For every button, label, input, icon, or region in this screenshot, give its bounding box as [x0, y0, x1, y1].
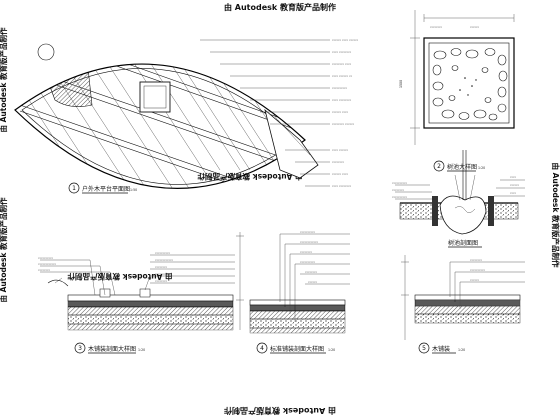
svg-text:▭▭: ▭▭: [510, 191, 516, 195]
callout-number: 4: [260, 345, 264, 352]
tree-pool-frame: [423, 37, 515, 129]
drawing-scale: 1:20: [138, 348, 145, 352]
callout-number: 1: [72, 185, 76, 192]
tree-circle: [37, 43, 55, 61]
tree-pool-plan: 1500 ▭▭▭▭ ▭▭▭ 2 树池大样图 1:20: [399, 10, 515, 172]
svg-text:▭▭▭▭▭: ▭▭▭▭▭: [155, 251, 170, 255]
svg-text:▭▭▭ ▭▭ ▭▭▭: ▭▭▭ ▭▭ ▭▭▭: [332, 38, 358, 42]
paving-section: ▭▭▭▭▭▭▭▭▭▭▭ ▭▭▭▭▭▭▭▭▭ ▭▭▭▭▭▭▭ 4 标准铺装剖面大样…: [236, 230, 350, 354]
deck-leader-lines: ▭▭▭ ▭▭ ▭▭▭▭▭ ▭▭▭▭ ▭▭▭▭ ▭▭▭▭ ▭▭▭ ▭ ▭▭▭▭▭▭…: [200, 38, 358, 188]
root-ball: [439, 195, 487, 235]
paver-layer: [249, 299, 346, 306]
paving-caption: 4 标准铺装剖面大样图 1:20: [256, 342, 335, 354]
svg-text:▭▭▭▭: ▭▭▭▭: [305, 270, 317, 274]
watermark-left-lower: 由 Autodesk 教育版产品制作: [0, 197, 8, 303]
deck-edge-caption: 3 木铺装剖面大样图 1:20: [74, 342, 145, 354]
svg-text:▭▭▭ ▭▭: ▭▭▭ ▭▭: [332, 110, 348, 114]
deck-boards: [15, 64, 305, 189]
tree-pool-section: ▭▭▭▭▭▭▭▭▭ ▭▭▭▭▭▭▭ ▭▭▭▭▭ 树池剖面图: [392, 150, 525, 248]
joist-layer: [67, 300, 234, 308]
svg-text:▭▭▭▭▭: ▭▭▭▭▭: [332, 86, 347, 90]
watermark-mid-left: 由 Autodesk 教育版产品制作: [67, 272, 173, 282]
svg-text:▭▭ ▭▭▭▭: ▭▭ ▭▭▭▭: [332, 98, 351, 102]
svg-text:▭▭▭: ▭▭▭: [510, 183, 519, 187]
deck-board-layer: [67, 294, 234, 302]
watermark-mid-center: 由 Autodesk 教育版产品制作: [197, 172, 303, 182]
subgrade: [249, 327, 346, 334]
watermark-bottom: 由 Autodesk 教育版产品制作: [224, 406, 336, 416]
drawing-title: 木铺装剖面大样图: [88, 345, 136, 353]
svg-text:▭▭▭▭▭: ▭▭▭▭▭: [392, 195, 407, 199]
tree-pool-caption: 2 树池大样图 1:20: [433, 160, 485, 172]
svg-text:▭▭▭▭ ▭▭: ▭▭▭▭ ▭▭: [332, 62, 351, 66]
deck-tip-step: [264, 108, 319, 179]
svg-text:▭▭▭: ▭▭▭: [308, 280, 317, 284]
svg-text:▭▭▭▭▭▭: ▭▭▭▭▭▭: [38, 262, 56, 266]
svg-text:▭▭▭▭▭: ▭▭▭▭▭: [155, 272, 170, 276]
tree-pool-curb-left: [432, 196, 438, 226]
svg-text:▭▭▭▭▭: ▭▭▭▭▭: [38, 256, 53, 260]
drawing-title: 标准铺装剖面大样图: [270, 345, 324, 353]
deck-opening: [139, 81, 171, 113]
section-title: 树池剖面图: [448, 239, 478, 247]
stone-caption: 5 木铺装 1:20: [418, 342, 465, 354]
svg-text:▭▭▭▭: ▭▭▭▭: [332, 160, 344, 164]
svg-text:▭▭▭▭: ▭▭▭▭: [155, 279, 167, 283]
drawing-scale: 1:20: [478, 166, 485, 170]
drawing-scale: 1:20: [458, 348, 465, 352]
watermark-left-upper: 由 Autodesk 教育版产品制作: [0, 27, 8, 133]
concrete-layer: [67, 306, 234, 316]
svg-text:▭▭▭▭: ▭▭▭▭: [155, 265, 167, 269]
gravel-layer: [67, 314, 234, 325]
svg-text:▭▭▭▭▭▭: ▭▭▭▭▭▭: [155, 258, 173, 262]
svg-text:▭▭▭▭▭: ▭▭▭▭▭: [300, 260, 315, 264]
svg-text:▭▭ ▭▭▭▭: ▭▭ ▭▭▭▭: [332, 184, 351, 188]
callout-circle: [68, 182, 80, 194]
tree-pool-curb-right: [488, 196, 494, 226]
pebbles: [432, 48, 508, 121]
svg-text:▭▭: ▭▭: [510, 175, 516, 179]
svg-text:▭▭▭▭: ▭▭▭▭: [470, 258, 482, 262]
stone-section: ▭▭▭▭▭▭▭▭▭ ▭▭▭ 5 木铺装 1:20: [401, 255, 525, 354]
gravel-base: [249, 318, 346, 329]
watermark-top: 由 Autodesk 教育版产品制作: [224, 2, 336, 12]
callout-number: 5: [422, 345, 426, 352]
svg-text:▭▭ ▭▭▭: ▭▭ ▭▭▭: [332, 148, 348, 152]
mortar-layer: [249, 304, 346, 312]
drawing-scale: 1:20: [328, 348, 335, 352]
deck-edge-section: ▭▭▭▭▭▭▭▭▭▭▭ ▭▭▭▭▭▭▭▭▭ ▭▭▭▭▭▭▭▭▭▭ ▭▭▭▭▭▭▭…: [38, 251, 235, 354]
pebble-dots: [459, 77, 477, 96]
tree-pool-inner: [428, 42, 510, 124]
svg-text:▭▭▭▭: ▭▭▭▭: [430, 25, 442, 29]
callout-number: 3: [78, 345, 82, 352]
drawing-scale: 1:50: [130, 188, 137, 192]
svg-text:▭▭ ▭▭▭ ▭: ▭▭ ▭▭▭ ▭: [332, 74, 352, 78]
svg-text:▭▭▭▭▭: ▭▭▭▭▭: [470, 268, 485, 272]
svg-text:▭▭▭▭▭: ▭▭▭▭▭: [300, 230, 315, 234]
drawing-title: 树池大样图: [447, 163, 477, 171]
svg-text:1500: 1500: [399, 80, 403, 88]
svg-text:▭▭▭▭: ▭▭▭▭: [38, 268, 50, 272]
callout-number: 2: [437, 163, 441, 170]
deck-outline: [14, 63, 306, 189]
watermark-right: 由 Autodesk 教育版产品制作: [551, 162, 560, 268]
drawing-title: 户外木平台平面图: [82, 185, 130, 193]
drawing-title: 木铺装: [432, 345, 450, 353]
svg-text:▭▭ ▭▭▭▭: ▭▭ ▭▭▭▭: [332, 50, 351, 54]
svg-text:▭▭▭▭ ▭▭▭: ▭▭▭▭ ▭▭▭: [332, 122, 354, 126]
svg-text:▭▭▭▭: ▭▭▭▭: [392, 188, 404, 192]
svg-text:▭▭▭▭: ▭▭▭▭: [300, 250, 312, 254]
deck-plan: ▭▭▭ ▭▭ ▭▭▭▭▭ ▭▭▭▭ ▭▭▭▭ ▭▭▭▭ ▭▭▭ ▭ ▭▭▭▭▭▭…: [14, 38, 358, 194]
deck-plan-caption: 1 户外木平台平面图 1:50: [68, 182, 137, 194]
svg-text:▭▭▭ ▭▭: ▭▭▭ ▭▭: [332, 172, 348, 176]
svg-text:▭▭▭▭▭▭: ▭▭▭▭▭▭: [300, 240, 318, 244]
soil-layer: [67, 323, 234, 331]
svg-text:▭▭▭: ▭▭▭: [470, 25, 479, 29]
concrete-base: [249, 310, 346, 320]
svg-text:▭▭▭: ▭▭▭: [470, 278, 479, 282]
svg-text:▭▭▭▭▭: ▭▭▭▭▭: [392, 181, 407, 185]
deck-opening-inner: [143, 85, 167, 109]
